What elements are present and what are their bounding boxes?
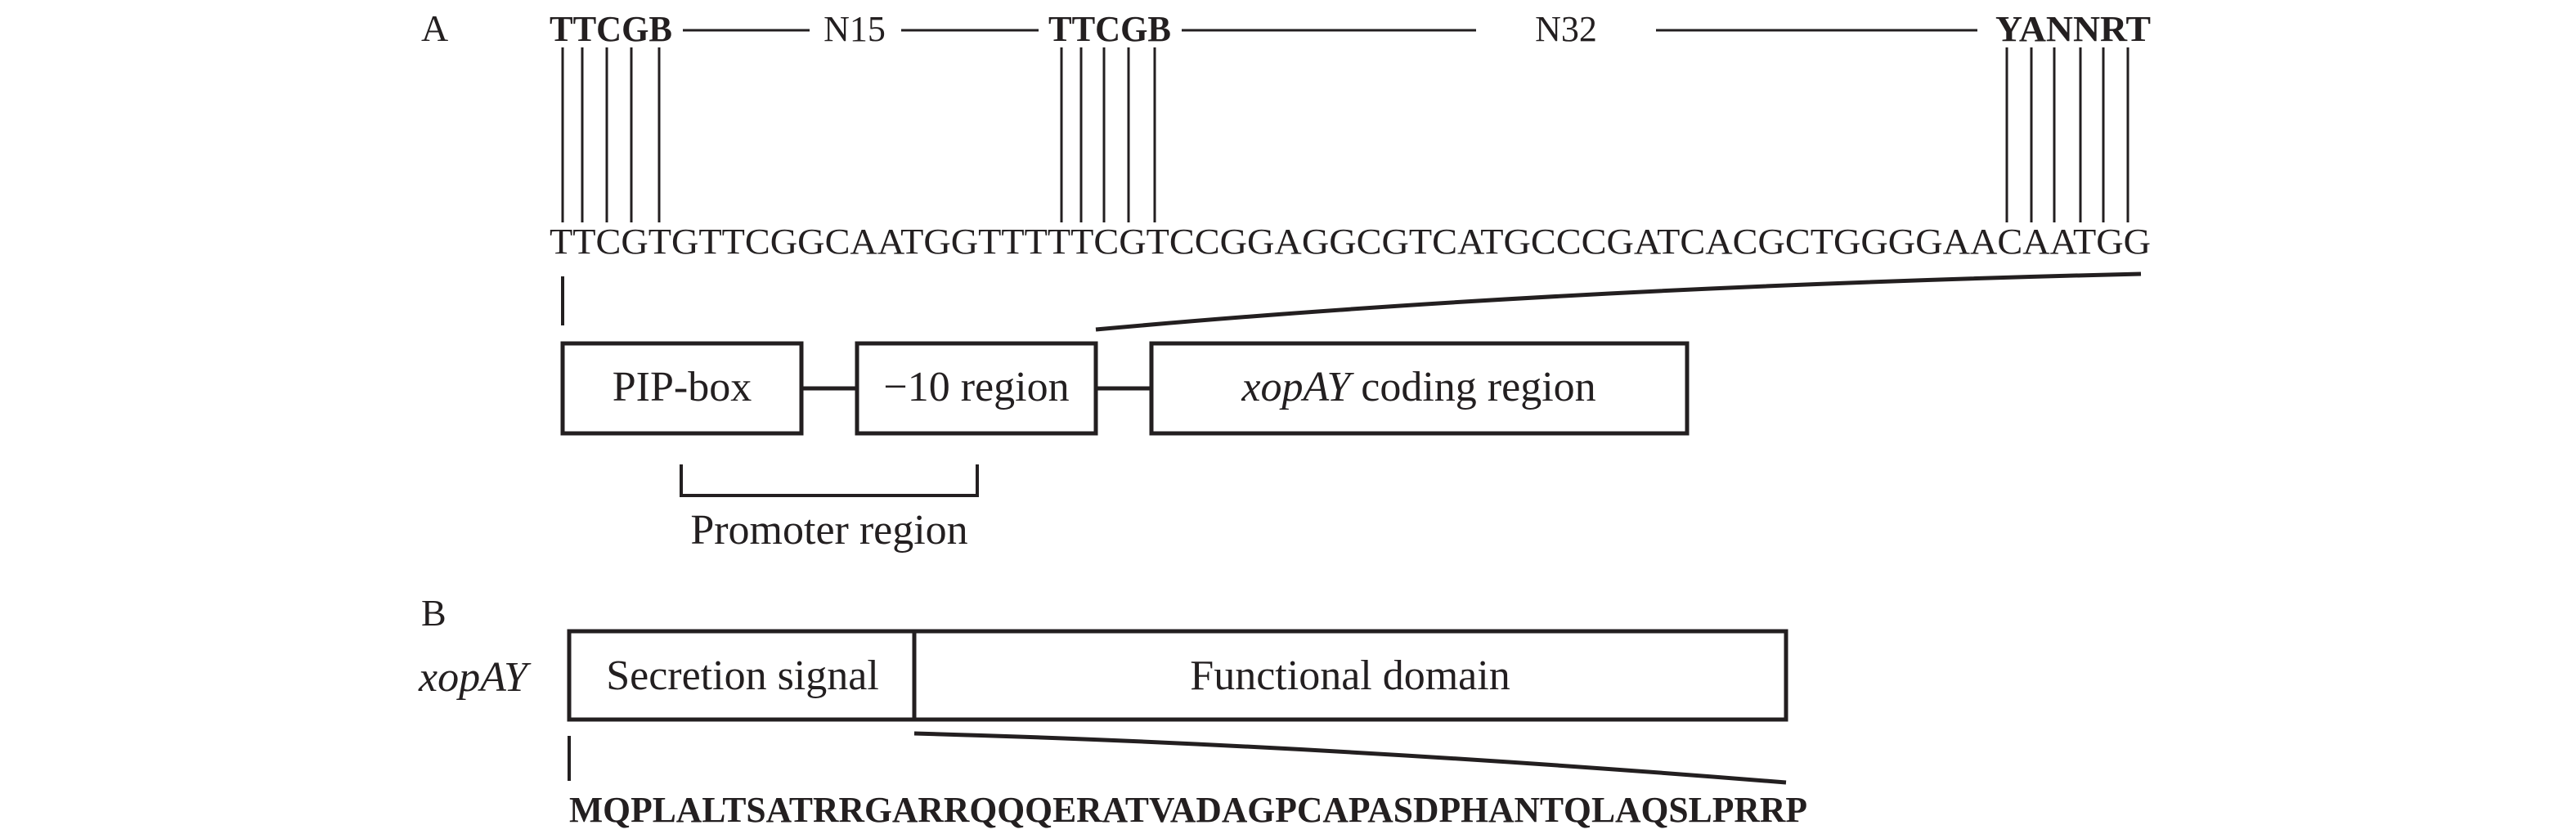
secretion-signal-label: Secretion signal [606,652,879,699]
spacer-n15: N15 [824,9,886,49]
panel-b-label: B [421,592,447,634]
zoom-guide-right [913,731,1787,785]
coding-region-suffix: coding region [1350,364,1595,410]
promoter-sequence: TTCGTGTTCGGCAATGGTTTTTCGTCCGGAGGCGTCATGC… [550,222,2151,262]
motif-3: YANNRT [1995,9,2151,49]
secretion-signal-box [567,629,919,722]
minus10-region-label: −10 region [883,364,1069,410]
gene-label: xopAY [418,654,532,701]
spacer-n32: N32 [1535,9,1597,49]
functional-domain-label: Functional domain [1190,652,1510,699]
promoter-region-label: Promoter region [690,507,967,554]
coding-region-gene: xopAY [1241,364,1354,410]
functional-domain-box [912,629,1788,722]
peptide-sequence: MQPLALTSATRRGARRQQQERATVADAGPCAPASDPHANT… [569,790,1807,830]
motif-1: TTCGB [550,9,672,49]
promoter-bracket [680,464,979,497]
panel-a-label: A [421,7,448,49]
zoom-guide-right [1095,271,2142,332]
pip-box-label: PIP-box [613,364,752,410]
motif-2: TTCGB [1048,9,1171,49]
alignment-ticks [561,47,2129,222]
coding-region-box [1149,341,1690,436]
coding-region-label: xopAY coding region [1241,364,1595,410]
minus10-region-box [855,341,1098,436]
